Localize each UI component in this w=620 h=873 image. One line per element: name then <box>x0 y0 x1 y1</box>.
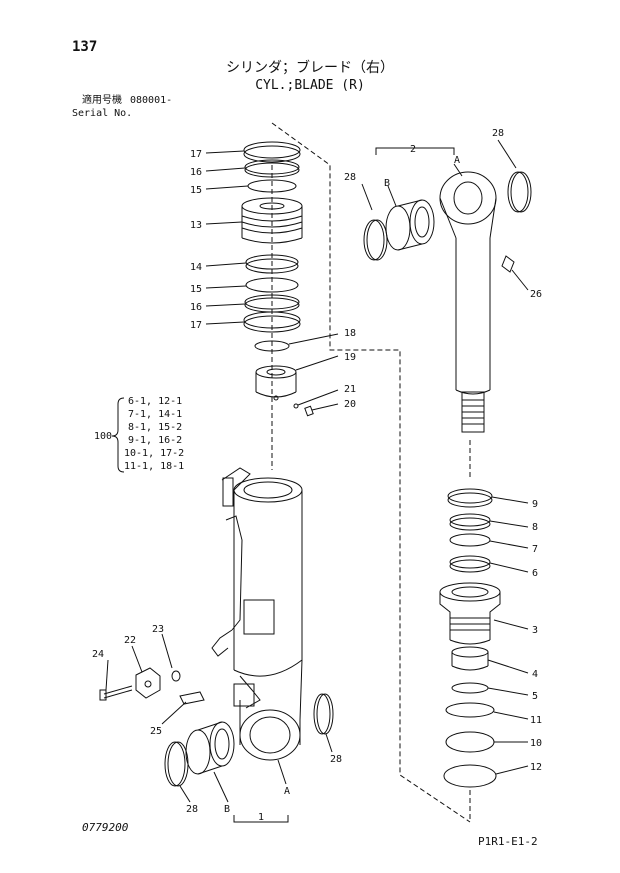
buffer-ring-6 <box>449 555 491 573</box>
callout-22: 22 <box>124 635 136 646</box>
callout-13: 13 <box>190 220 202 231</box>
assembly-dash-lines <box>271 122 471 823</box>
kit-item: 8-1, 15-2 <box>128 422 182 433</box>
o-ring-18 <box>254 340 290 352</box>
callout-B-rod: B <box>384 178 390 189</box>
o-ring-5 <box>451 682 489 694</box>
kit-item: 7-1, 14-1 <box>128 409 182 420</box>
wear-ring-14 <box>245 254 299 274</box>
callout-5: 5 <box>532 691 538 702</box>
callout-10: 10 <box>530 738 542 749</box>
set-screw-20 <box>304 405 314 417</box>
callout-18: 18 <box>344 328 356 339</box>
callout-16-bottom: 16 <box>190 302 202 313</box>
rod <box>439 171 497 433</box>
callout-25: 25 <box>150 726 162 737</box>
backup-ring-8 <box>449 513 491 531</box>
kit-number: 100 <box>94 431 112 442</box>
kit-item: 10-1, 17-2 <box>124 448 184 459</box>
page-number: 137 <box>72 39 98 55</box>
serial-label-english: Serial No. <box>72 108 133 119</box>
callout-24: 24 <box>92 649 104 660</box>
callout-4: 4 <box>532 669 538 680</box>
callout-2: 2 <box>410 144 416 155</box>
piston-ring-17-bottom <box>243 311 301 333</box>
cylinder-tube <box>211 467 303 761</box>
callout-3: 3 <box>532 625 538 636</box>
piston-13 <box>241 197 303 244</box>
bush-b-right <box>385 199 435 251</box>
callout-19: 19 <box>344 352 356 363</box>
callout-11: 11 <box>530 715 542 726</box>
callout-12: 12 <box>530 762 542 773</box>
callout-7: 7 <box>532 544 538 555</box>
grease-fitting-26 <box>501 255 515 273</box>
callout-28-lower-right: 28 <box>330 754 342 765</box>
backup-ring-11 <box>445 702 495 718</box>
callout-14: 14 <box>190 262 202 273</box>
callout-B-tube: B <box>224 804 230 815</box>
piston-ring-16-top <box>244 159 300 178</box>
wiper-ring-9 <box>447 488 493 508</box>
kit-item: 6-1, 12-1 <box>128 396 182 407</box>
title-japanese: シリンダ；ブレード（右） <box>226 60 394 76</box>
kit-item: 9-1, 16-2 <box>128 435 182 446</box>
callout-A-tube: A <box>284 786 290 797</box>
serial-label-japanese: 適用号機 <box>82 95 122 106</box>
callout-1: 1 <box>258 812 264 823</box>
drawing-number: 0779200 <box>82 821 129 834</box>
nut-19 <box>255 365 297 401</box>
backup-ring-15-bottom <box>245 277 299 293</box>
pipe-25 <box>179 691 205 705</box>
callout-15-bottom: 15 <box>190 284 202 295</box>
bolt-24 <box>99 685 133 701</box>
callout-23: 23 <box>152 624 164 635</box>
callout-17-top: 17 <box>190 149 202 160</box>
callout-6: 6 <box>532 568 538 579</box>
callout-17-bottom: 17 <box>190 320 202 331</box>
block-22 <box>135 667 161 699</box>
callout-21: 21 <box>344 384 356 395</box>
piston-ring-17-top <box>243 141 301 163</box>
seal-28-lower-left <box>164 741 189 787</box>
callout-16-top: 16 <box>190 167 202 178</box>
seal-28-upper-left <box>363 219 388 261</box>
ball-21 <box>293 403 299 409</box>
o-ring-23 <box>171 670 181 682</box>
repair-kit-list: 100 6-1, 12-1 7-1, 14-1 8-1, 15-2 9-1, 1… <box>94 396 184 472</box>
callout-15-top: 15 <box>190 185 202 196</box>
bush-b-left <box>185 721 235 775</box>
kit-item: 11-1, 18-1 <box>124 461 184 472</box>
callout-28-upper-left: 28 <box>344 172 356 183</box>
title-english: CYL.;BLADE (R) <box>255 78 365 93</box>
callout-28-lower-left: 28 <box>186 804 198 815</box>
callout-26: 26 <box>530 289 542 300</box>
seal-28-lower-right <box>313 693 334 735</box>
o-ring-10 <box>445 731 495 753</box>
leader-lines <box>105 139 529 823</box>
callout-9: 9 <box>532 499 538 510</box>
callout-8: 8 <box>532 522 538 533</box>
callout-20: 20 <box>344 399 356 410</box>
callout-A-rod: A <box>454 155 460 166</box>
cylinder-head-3 <box>439 582 501 645</box>
u-ring-7 <box>449 533 491 547</box>
serial-value: 080001- <box>130 95 173 106</box>
callout-28-upper-right: 28 <box>492 128 504 139</box>
seal-28-upper-right <box>507 171 532 213</box>
callout-labels: 17 16 15 13 14 15 16 17 18 19 21 20 2 A … <box>92 128 542 823</box>
collar-4 <box>451 646 489 671</box>
ring-12 <box>443 764 497 788</box>
page-code: P1R1-E1-2 <box>478 835 538 848</box>
